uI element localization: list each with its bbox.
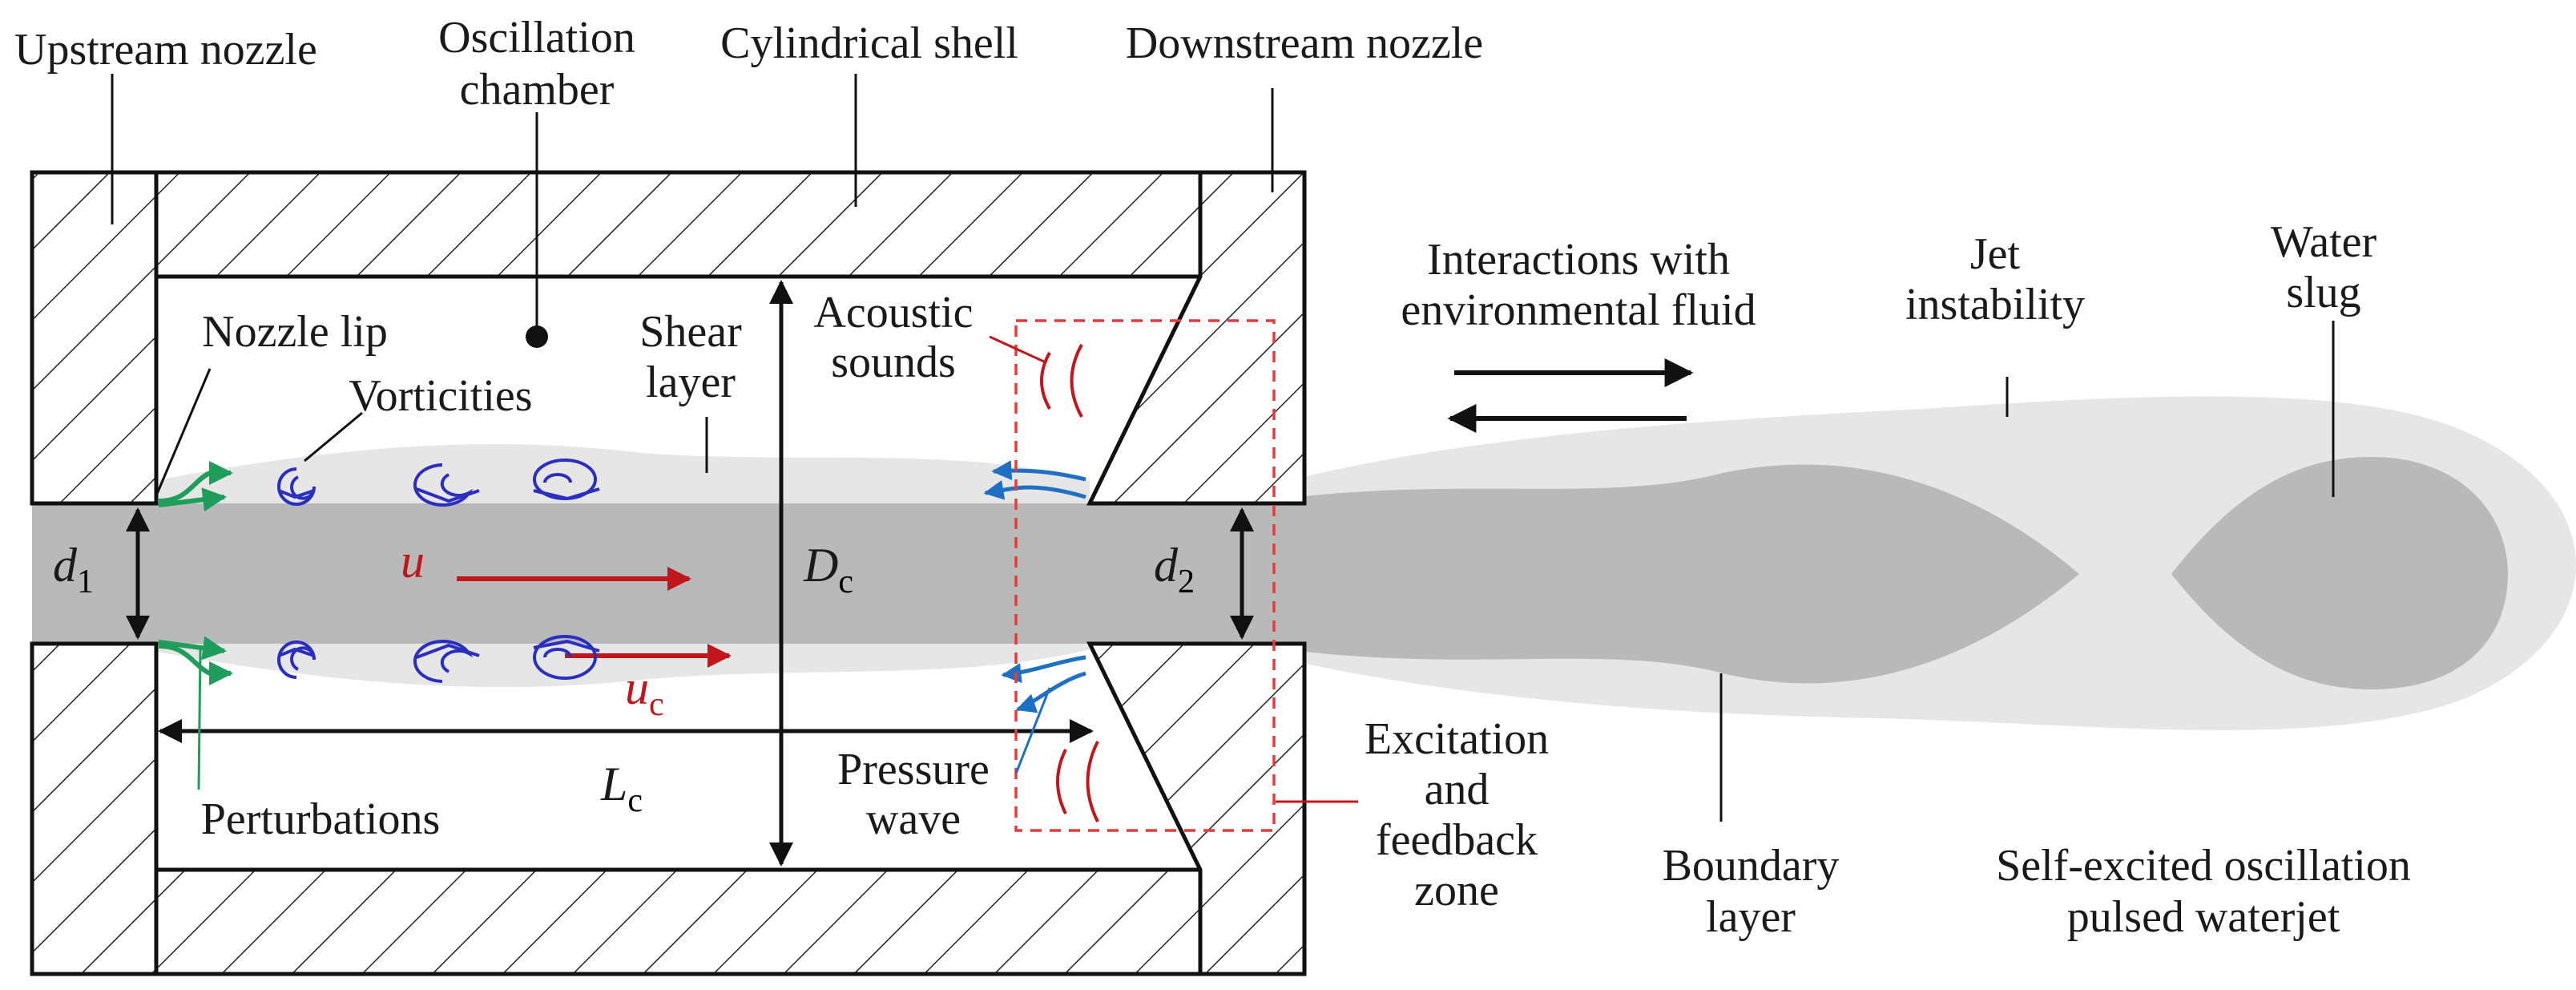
label-upstream-nozzle: Upstream nozzle — [14, 25, 317, 75]
jet-body — [1250, 464, 2079, 684]
oscillation-chamber-marker — [526, 325, 548, 348]
label-cylindrical-shell: Cylindrical shell — [720, 18, 1018, 68]
label-oscillation-chamber-line1: Oscillation — [438, 13, 635, 63]
label-interactions-line1: Interactions with — [1427, 235, 1730, 285]
label-excitation-line3: feedback — [1376, 815, 1538, 865]
feedback-arrow-upper-2 — [983, 479, 1086, 500]
pressure-wave-leader — [1014, 687, 1051, 774]
symbol-uc: uc — [625, 661, 664, 723]
label-excitation-line4: zone — [1414, 866, 1499, 915]
vortex-lower-1 — [277, 640, 316, 679]
upstream-nozzle-upper — [30, 170, 159, 506]
label-excitation-line1: Excitation — [1365, 714, 1549, 764]
label-water-slug-line1: Water — [2271, 217, 2377, 267]
symbol-lc: Lc — [600, 758, 643, 819]
symbol-u: u — [401, 535, 425, 588]
leader-lines — [111, 74, 2335, 822]
vortex-lower-3 — [533, 635, 600, 680]
downstream-nozzle-upper — [1086, 170, 1307, 506]
label-shear-layer-line2: layer — [646, 358, 736, 407]
label-boundary-layer-line2: layer — [1706, 892, 1796, 942]
label-nozzle-lip: Nozzle lip — [202, 307, 388, 357]
vortex-upper-2 — [413, 463, 480, 507]
water-slug — [2171, 457, 2508, 689]
perturbation-arrow-upper-2 — [158, 487, 227, 512]
label-pressure-wave-line1: Pressure — [837, 745, 990, 794]
cylindrical-shell-upper — [154, 170, 1203, 279]
label-vorticities: Vorticities — [349, 371, 532, 421]
label-downstream-nozzle: Downstream nozzle — [1126, 18, 1483, 68]
label-self-excited-line2: pulsed waterjet — [2067, 892, 2340, 942]
cylindrical-shell-lower — [154, 867, 1203, 976]
label-acoustic-sounds-line1: Acoustic — [813, 288, 973, 337]
excitation-feedback-zone — [1014, 319, 1276, 832]
label-shear-layer-line1: Shear — [639, 307, 742, 357]
acoustic-arcs-lower — [1056, 741, 1099, 822]
jet-core — [32, 503, 1266, 644]
perturbation-arrow-lower — [158, 644, 233, 685]
label-interactions-line2: environmental fluid — [1401, 285, 1756, 335]
acoustic-leader — [989, 335, 1046, 364]
label-oscillation-chamber-line2: chamber — [460, 65, 615, 115]
label-self-excited-line1: Self-excited oscillation — [1996, 841, 2411, 891]
vortex-lower-2 — [413, 640, 480, 683]
label-jet-instability-line1: Jet — [1970, 229, 2021, 279]
vortex-upper-1 — [277, 467, 316, 506]
feedback-arrow-lower-1 — [1001, 655, 1086, 684]
acoustic-arcs-upper — [1040, 344, 1083, 418]
label-boundary-layer-line1: Boundary — [1663, 841, 1840, 891]
symbol-d1: d1 — [53, 539, 94, 600]
label-water-slug-line2: slug — [2286, 268, 2360, 317]
feedback-arrow-lower-2 — [1015, 671, 1086, 713]
perturbation-arrow-upper — [158, 461, 233, 503]
label-acoustic-sounds-line2: sounds — [831, 337, 956, 387]
vortex-upper-3 — [533, 459, 600, 501]
downstream-nozzle-lower — [1086, 641, 1307, 976]
label-pressure-wave-line2: wave — [866, 794, 961, 844]
perturbations-leader — [197, 649, 202, 790]
symbol-d2: d2 — [1154, 539, 1195, 600]
symbol-dc: Dc — [803, 539, 853, 600]
upstream-nozzle-lower — [30, 641, 159, 976]
label-perturbations: Perturbations — [201, 794, 441, 844]
label-jet-instability-line2: instability — [1905, 280, 2085, 329]
perturbation-arrow-lower-2 — [158, 636, 227, 661]
feedback-arrow-upper-1 — [991, 460, 1086, 482]
label-excitation-line2: and — [1425, 765, 1490, 814]
